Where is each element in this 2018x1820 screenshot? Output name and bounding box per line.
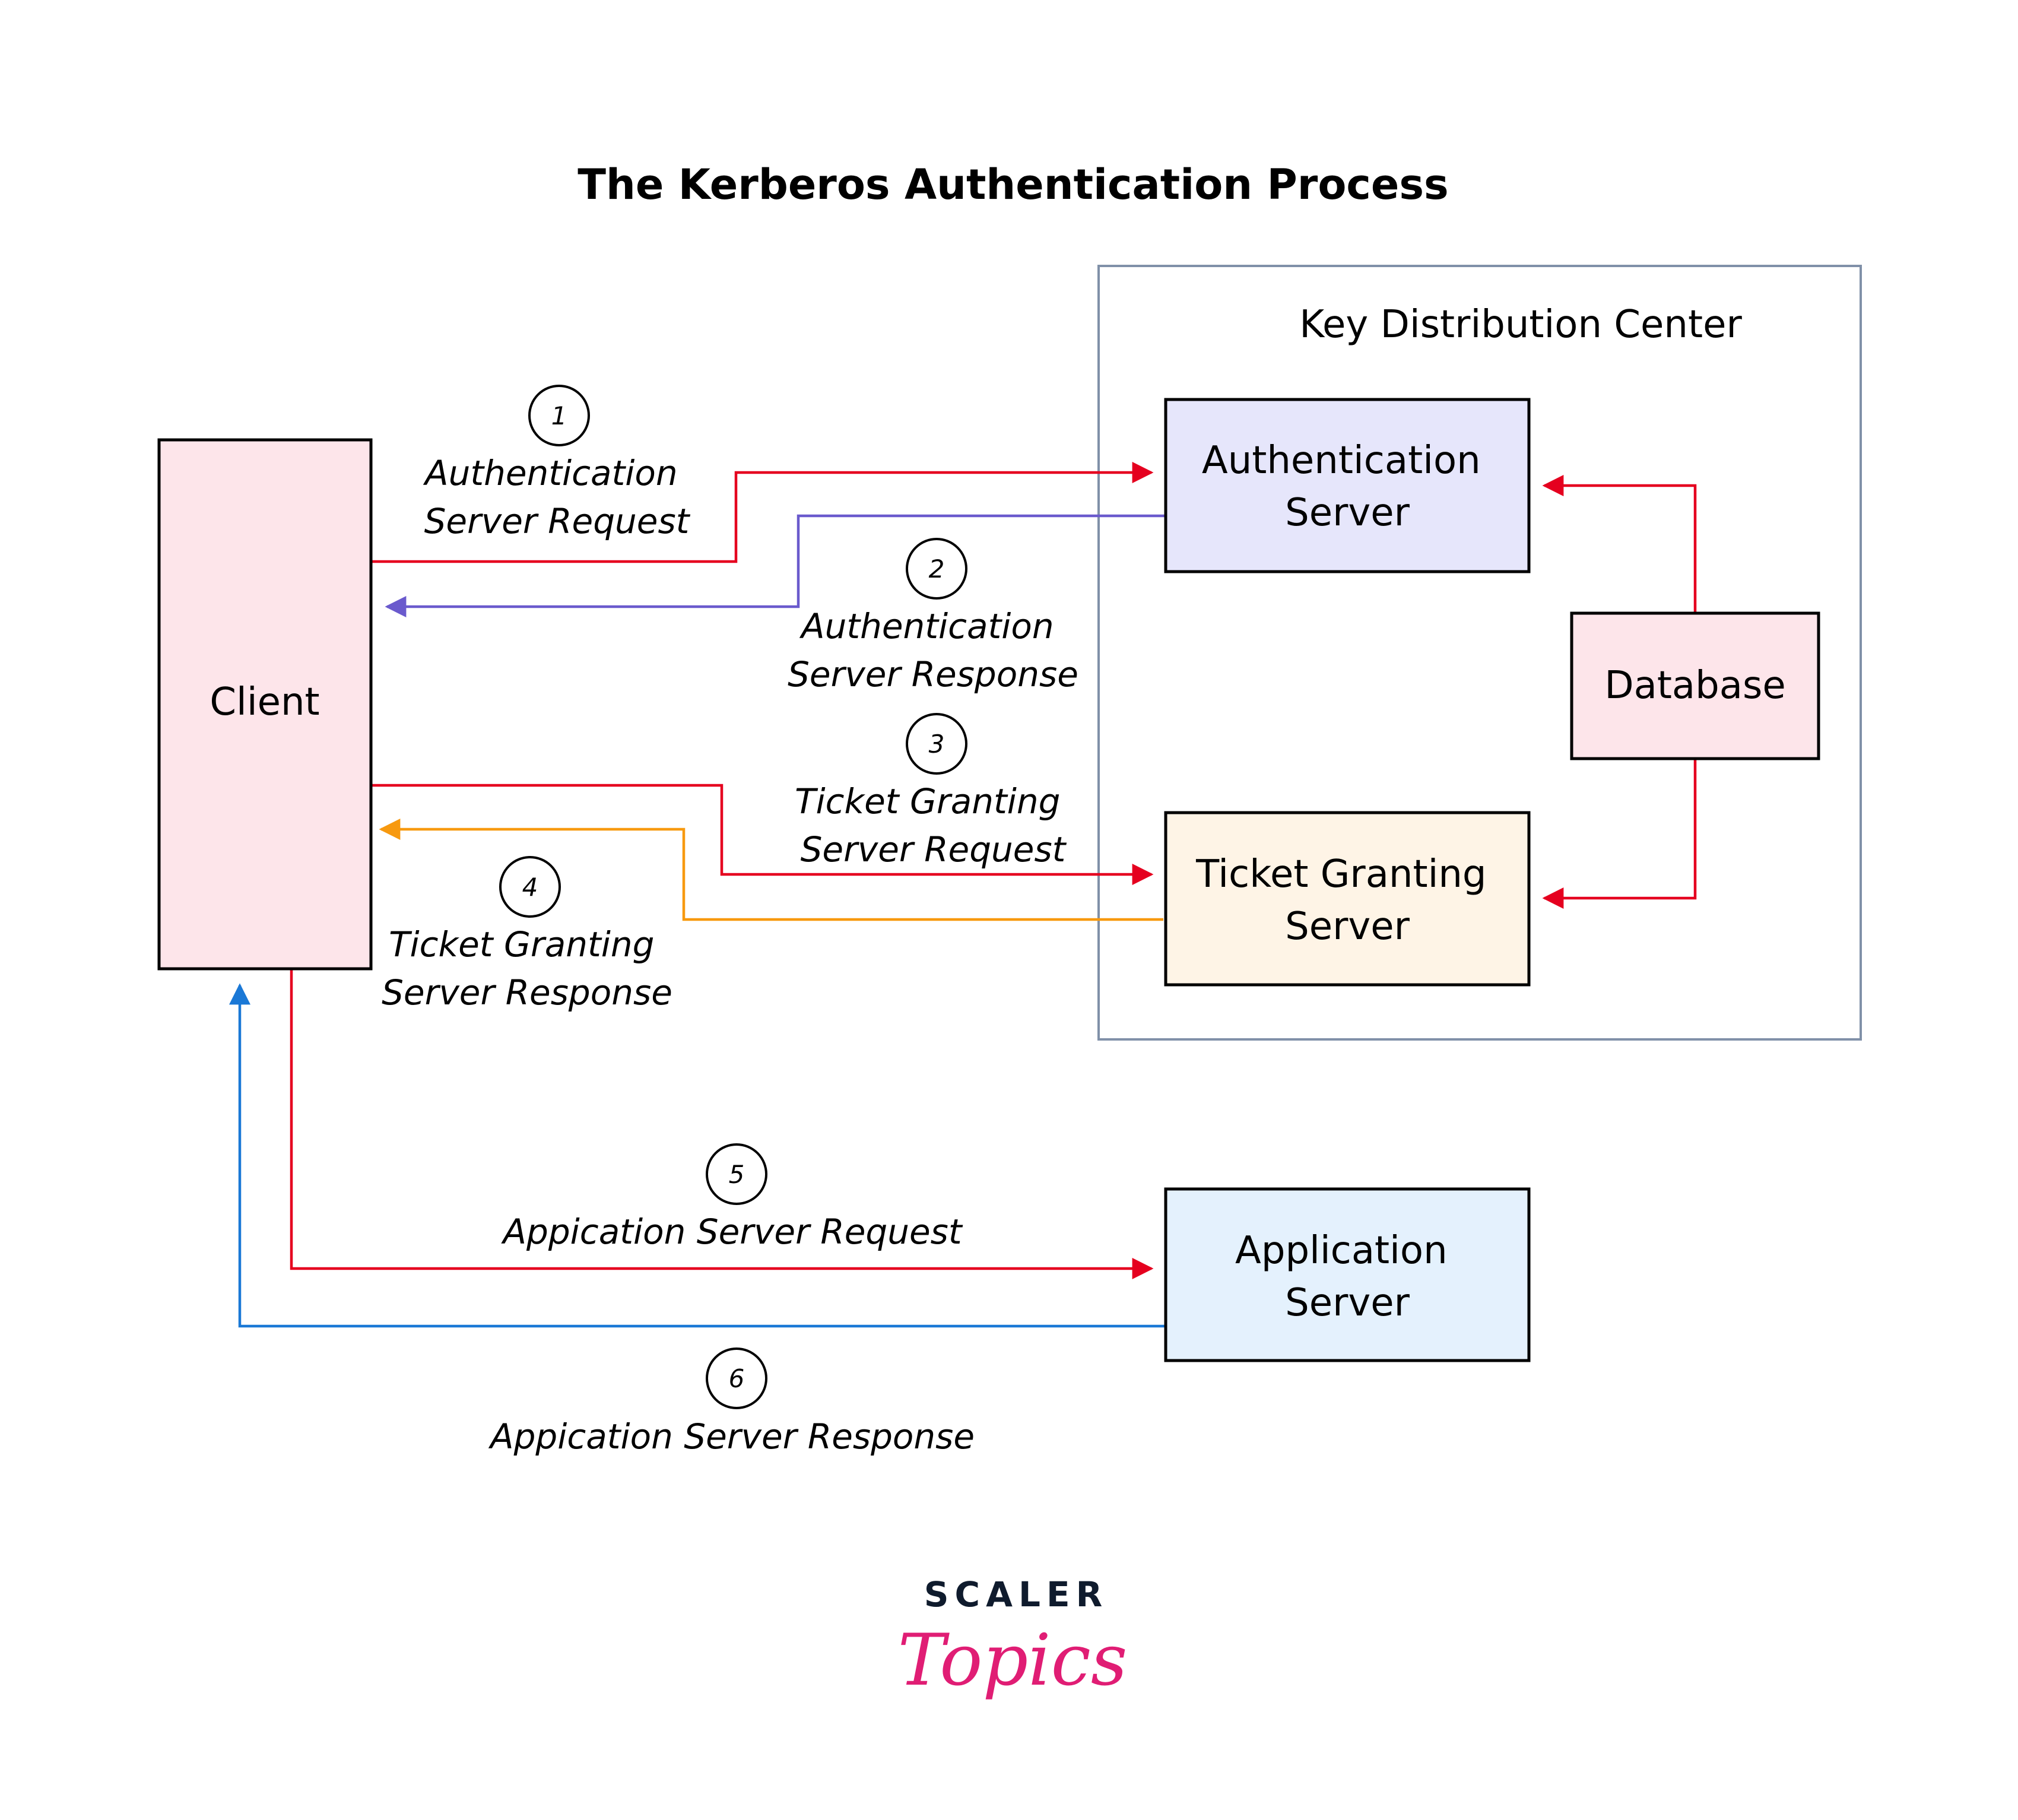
database-label: Database bbox=[1604, 664, 1785, 708]
step-4: 4 Ticket Granting Server Response bbox=[382, 856, 672, 1013]
step-label-line: Server Response bbox=[382, 972, 672, 1013]
arrow-tgs-response bbox=[379, 819, 1163, 921]
node-authentication-server: Authentication Server bbox=[1164, 398, 1531, 573]
as-label-line-1: Authentication bbox=[1202, 439, 1481, 483]
step-label-line: Server Request bbox=[424, 501, 691, 541]
step-label-line: Authentication bbox=[423, 453, 678, 493]
node-database: Database bbox=[1570, 611, 1820, 760]
client-label: Client bbox=[210, 680, 319, 724]
arrow-tgs-request bbox=[371, 784, 1154, 885]
ticket-granting-server-box bbox=[1164, 811, 1531, 987]
scaler-topics-logo: SCALER Topics bbox=[898, 1574, 1128, 1702]
database-box bbox=[1570, 611, 1820, 760]
tgs-label-line-2: Server bbox=[1285, 905, 1410, 949]
step-label: Authentication Server Request bbox=[423, 453, 691, 541]
step-2: 2 Authentication Server Response bbox=[788, 538, 1078, 695]
arrow-db-to-as bbox=[1542, 475, 1697, 612]
app-label-line-1: Application bbox=[1235, 1229, 1448, 1273]
database-label-line: Database bbox=[1604, 664, 1785, 708]
client-label-line: Client bbox=[210, 680, 319, 724]
step-label: Appication Server Request bbox=[500, 1212, 963, 1252]
diagram-title: The Kerberos Authentication Process bbox=[578, 160, 1448, 209]
arrow-app-request bbox=[290, 970, 1154, 1279]
step-number-badge bbox=[499, 856, 561, 918]
step-label: Ticket Granting Server Request bbox=[795, 781, 1071, 870]
as-label-line-2: Server bbox=[1285, 491, 1410, 535]
step-label-line: Ticket Granting bbox=[389, 924, 654, 965]
kdc-container: Key Distribution Center bbox=[1097, 265, 1862, 1041]
step-5: 5 Appication Server Request bbox=[500, 1143, 963, 1252]
client-box bbox=[157, 438, 373, 971]
logo-topics-text: Topics bbox=[898, 1619, 1128, 1702]
step-label-line: Authentication bbox=[799, 606, 1054, 646]
step-number: 6 bbox=[729, 1364, 745, 1393]
step-3: 3 Ticket Granting Server Request bbox=[795, 713, 1071, 870]
kdc-border bbox=[1097, 265, 1862, 1041]
logo-scaler-text: SCALER bbox=[924, 1574, 1108, 1615]
step-number-badge bbox=[906, 538, 967, 600]
kdc-label: Key Distribution Center bbox=[1299, 303, 1742, 347]
authentication-server-box bbox=[1164, 398, 1531, 573]
step-label: Appication Server Response bbox=[488, 1416, 975, 1457]
step-number-badge bbox=[706, 1143, 767, 1205]
step-label: Ticket Granting Server Response bbox=[382, 924, 672, 1013]
ticket-granting-server-label: Ticket Granting Server bbox=[1195, 852, 1499, 949]
step-label-line: Appication Server Response bbox=[488, 1416, 975, 1457]
step-label: Authentication Server Response bbox=[788, 606, 1078, 695]
step-number: 2 bbox=[929, 554, 945, 584]
step-1: 1 Authentication Server Request bbox=[423, 385, 691, 541]
app-label-line-2: Server bbox=[1285, 1281, 1410, 1325]
step-label-line: Server Response bbox=[788, 654, 1078, 695]
step-6: 6 Appication Server Response bbox=[488, 1347, 975, 1457]
tgs-label-line-1: Ticket Granting bbox=[1195, 852, 1486, 896]
step-label-line: Appication Server Request bbox=[500, 1212, 963, 1252]
step-number-badge bbox=[706, 1347, 767, 1409]
step-label-line: Ticket Granting bbox=[795, 781, 1060, 822]
connectors bbox=[229, 462, 1697, 1328]
node-application-server: Application Server bbox=[1164, 1187, 1531, 1362]
node-client: Client bbox=[157, 438, 373, 971]
node-ticket-granting-server: Ticket Granting Server bbox=[1164, 811, 1531, 987]
step-number: 3 bbox=[929, 730, 945, 759]
authentication-server-label: Authentication Server bbox=[1202, 439, 1493, 535]
step-number-badge bbox=[528, 385, 590, 446]
application-server-box bbox=[1164, 1187, 1531, 1362]
step-number: 1 bbox=[551, 401, 567, 430]
arrow-app-response bbox=[229, 983, 1166, 1328]
arrow-as-response bbox=[385, 514, 1166, 617]
step-number: 4 bbox=[522, 873, 538, 902]
step-number: 5 bbox=[729, 1160, 745, 1189]
step-label-line: Server Request bbox=[801, 829, 1067, 870]
application-server-label: Application Server bbox=[1235, 1229, 1459, 1325]
arrow-db-to-tgs bbox=[1542, 759, 1697, 909]
step-number-badge bbox=[906, 713, 967, 775]
arrow-as-request bbox=[371, 462, 1154, 563]
